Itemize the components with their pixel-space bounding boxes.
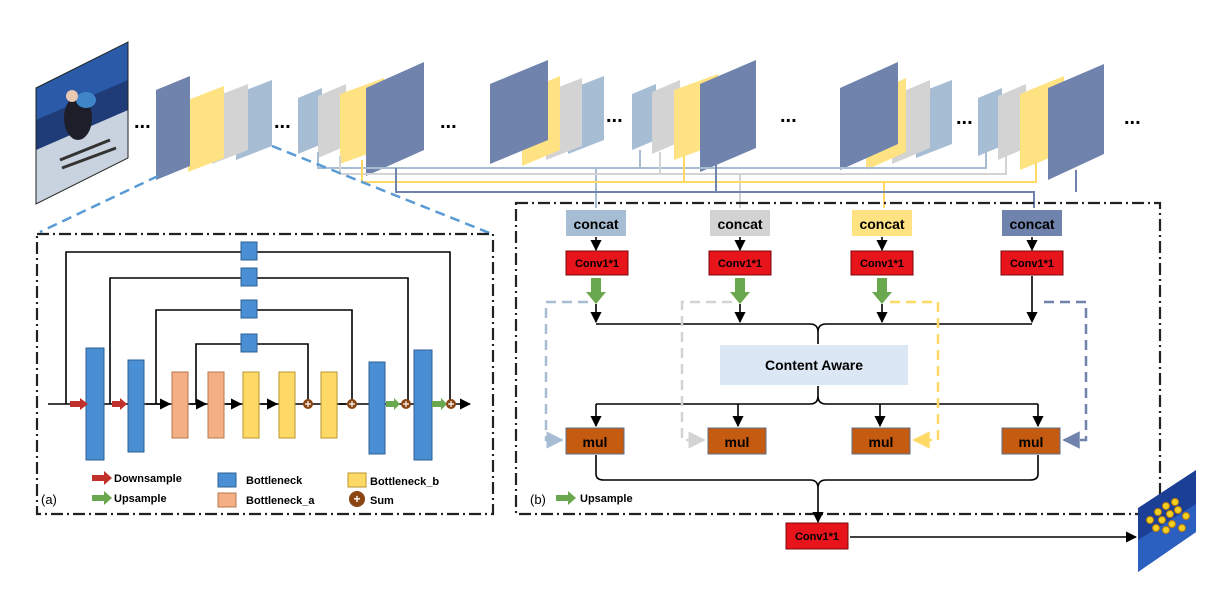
mul-box-4: mul bbox=[1001, 427, 1061, 455]
skip-bottleneck-1 bbox=[240, 241, 258, 261]
bottleneck-b-block bbox=[242, 371, 260, 439]
ellipsis-5: ... bbox=[780, 105, 797, 127]
svg-text:concat: concat bbox=[717, 216, 762, 232]
svg-text:mul: mul bbox=[583, 434, 608, 450]
ellipsis-2: ... bbox=[274, 111, 291, 133]
panel-b-border bbox=[514, 201, 1162, 516]
concat-box-2: concat bbox=[710, 210, 770, 236]
svg-text:Upsample: Upsample bbox=[580, 493, 633, 505]
ellipsis-4: ... bbox=[606, 105, 623, 127]
stage-5-feature-maps bbox=[840, 62, 952, 170]
stage-3-feature-maps bbox=[490, 60, 604, 166]
sum-icon: + bbox=[353, 492, 360, 506]
zoom-line-left bbox=[39, 174, 159, 234]
bottleneck-block bbox=[85, 347, 105, 461]
upsample-arrow bbox=[872, 278, 892, 304]
content-aware-box: Content Aware bbox=[720, 345, 908, 385]
panel-b-label: (b) bbox=[530, 492, 546, 507]
conv-box-1: Conv1*1 bbox=[565, 250, 629, 276]
mul-merge-lines bbox=[595, 455, 1138, 543]
skip-bottleneck-3 bbox=[240, 299, 258, 319]
upsample-arrow bbox=[586, 278, 606, 304]
ellipsis-3: ... bbox=[440, 111, 457, 133]
svg-text:Bottleneck: Bottleneck bbox=[246, 475, 303, 487]
upsample-arrow bbox=[386, 398, 400, 410]
upsample-arrow bbox=[432, 398, 447, 410]
svg-text:Conv1*1: Conv1*1 bbox=[860, 258, 904, 270]
sum-node bbox=[303, 399, 313, 409]
legend-upsample: Upsample bbox=[92, 491, 167, 505]
final-conv-box: Conv1*1 bbox=[785, 522, 849, 550]
stage-1-feature-maps bbox=[156, 76, 272, 180]
svg-text:Downsample: Downsample bbox=[114, 473, 182, 485]
downsample-arrow bbox=[112, 398, 127, 410]
svg-text:Conv1*1: Conv1*1 bbox=[795, 531, 839, 543]
bottleneck-block bbox=[413, 349, 433, 461]
skip-bottleneck-2 bbox=[240, 267, 258, 287]
top-connections bbox=[317, 150, 1077, 208]
sum-node bbox=[401, 399, 411, 409]
concat-conv-arrows bbox=[590, 237, 1038, 252]
mul-box-1: mul bbox=[565, 427, 625, 455]
ellipsis-1: ... bbox=[134, 111, 151, 133]
legend-bottleneck-a: Bottleneck_a bbox=[217, 492, 315, 508]
svg-text:Sum: Sum bbox=[370, 495, 394, 507]
svg-text:Conv1*1: Conv1*1 bbox=[718, 258, 762, 270]
bottleneck-block bbox=[127, 359, 145, 453]
svg-text:mul: mul bbox=[869, 434, 894, 450]
svg-text:Conv1*1: Conv1*1 bbox=[1010, 258, 1054, 270]
svg-text:concat: concat bbox=[1009, 216, 1054, 232]
legend-sum: + Sum bbox=[349, 491, 394, 507]
conv-box-2: Conv1*1 bbox=[708, 250, 772, 276]
stage-6-feature-maps bbox=[978, 64, 1104, 180]
downsample-arrow bbox=[70, 398, 88, 410]
svg-text:mul: mul bbox=[1019, 434, 1044, 450]
conv-box-4: Conv1*1 bbox=[1000, 250, 1064, 276]
svg-text:Bottleneck_b: Bottleneck_b bbox=[370, 476, 439, 488]
bottleneck-a-block bbox=[207, 371, 225, 439]
concat-box-4: concat bbox=[1002, 210, 1062, 236]
dashed-skip-lines bbox=[544, 300, 1088, 449]
mul-box-3: mul bbox=[851, 427, 911, 455]
input-image bbox=[35, 41, 129, 205]
merge-lines bbox=[590, 276, 1044, 428]
stage-2-feature-maps bbox=[298, 62, 424, 176]
mul-box-2: mul bbox=[707, 427, 767, 455]
ellipsis-6: ... bbox=[956, 107, 973, 129]
skip-bottleneck-4 bbox=[240, 333, 258, 353]
zoom-line-right bbox=[271, 144, 493, 236]
bottleneck-a-block bbox=[171, 371, 189, 439]
svg-text:concat: concat bbox=[859, 216, 904, 232]
svg-text:mul: mul bbox=[725, 434, 750, 450]
ellipsis-7: ... bbox=[1124, 107, 1141, 129]
conv-box-3: Conv1*1 bbox=[850, 250, 914, 276]
legend-bottleneck-b: Bottleneck_b bbox=[347, 472, 439, 488]
bottleneck-b-block bbox=[278, 371, 296, 439]
panel-a-border bbox=[35, 232, 495, 516]
concat-box-3: concat bbox=[852, 210, 912, 236]
svg-text:Bottleneck_a: Bottleneck_a bbox=[246, 495, 315, 507]
legend-bottleneck: Bottleneck bbox=[217, 472, 303, 488]
svg-text:Conv1*1: Conv1*1 bbox=[575, 258, 619, 270]
sum-node bbox=[446, 399, 456, 409]
panel-a-label: (a) bbox=[41, 492, 57, 507]
legend-downsample: Downsample bbox=[92, 471, 182, 485]
legend-upsample-b: Upsample bbox=[556, 491, 633, 505]
bottleneck-b-block bbox=[320, 371, 338, 439]
svg-text:Upsample: Upsample bbox=[114, 493, 167, 505]
svg-text:concat: concat bbox=[573, 216, 618, 232]
output-heatmap bbox=[1138, 470, 1196, 572]
sum-node bbox=[347, 399, 357, 409]
upsample-arrow bbox=[730, 278, 750, 304]
svg-text:Content Aware: Content Aware bbox=[765, 357, 863, 373]
concat-box-1: concat bbox=[566, 210, 626, 236]
bottleneck-block bbox=[368, 361, 386, 455]
stage-4-feature-maps bbox=[632, 60, 756, 172]
